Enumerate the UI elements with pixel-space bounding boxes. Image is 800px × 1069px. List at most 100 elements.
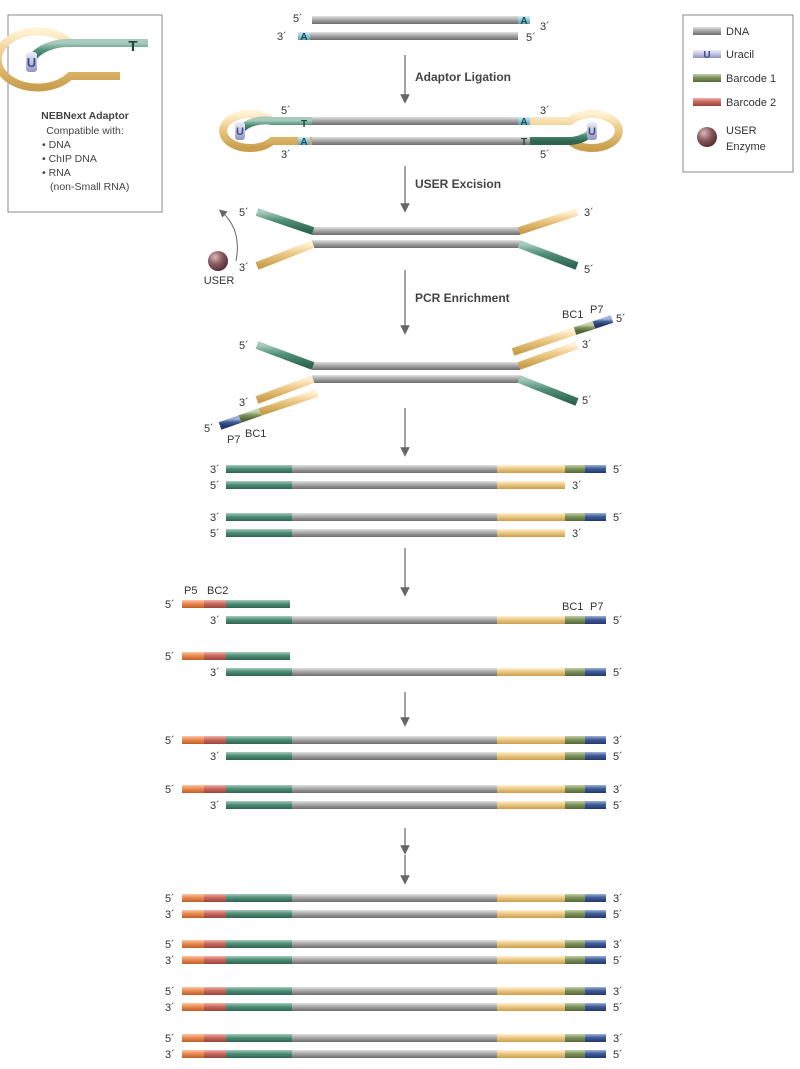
three-prime-label: 3´ [210, 512, 220, 524]
five-prime-label: 5´ [584, 264, 594, 276]
three-prime-label: 3´ [239, 262, 249, 274]
adaptor-arm-yellow [517, 208, 579, 235]
three-prime-label: 3´ [239, 397, 249, 409]
p7-label: P7 [590, 304, 603, 316]
five-prime-label: 5´ [165, 939, 175, 951]
t-overhang-letter: T [128, 38, 137, 55]
three-prime-label: 3´ [165, 955, 175, 967]
adaptor-subtitle: Compatible with: [46, 125, 124, 137]
three-prime-label: 3´ [210, 751, 220, 763]
p5-label: P5 [184, 585, 197, 597]
duplex: 5´ 3´ 5´ [165, 651, 623, 679]
duplex: 5´ 3´ 3´ 5´ [165, 784, 623, 812]
three-prime-label: 3´ [540, 105, 550, 117]
five-prime-label: 5´ [165, 735, 175, 747]
five-prime-label: 5´ [616, 313, 626, 325]
stage-ligated: U U A A T T 5´ 3´ 3´ 5´ [219, 105, 623, 161]
t-overhang-letter: T [301, 119, 307, 130]
stage-primer-annealing: 5´ 3´ 3´ 5´ 5´ 5´ BC1 P7 P7 BC1 [204, 304, 626, 446]
stage-input-dna: A A 5´ 3´ 3´ 5´ [277, 13, 550, 44]
legend-label-uracil: Uracil [726, 49, 754, 61]
adaptor-arm-green [517, 240, 579, 270]
five-prime-label: 5´ [165, 893, 175, 905]
bc1-label: BC1 [562, 309, 583, 321]
five-prime-label: 5´ [165, 986, 175, 998]
a-tail-letter: A [300, 137, 307, 148]
five-prime-label: 5´ [613, 512, 623, 524]
five-prime-label: 5´ [540, 149, 550, 161]
barcode1-segment [573, 321, 596, 335]
legend-label-barcode1: Barcode 1 [726, 73, 776, 85]
stage-second-primer: P5 BC2 BC1 P7 5´ 3´ 5´ 5´ 3´ 5´ [165, 585, 623, 679]
three-prime-label: 3´ [210, 464, 220, 476]
three-prime-label: 3´ [613, 1033, 623, 1045]
a-tail-box [298, 32, 310, 40]
three-prime-label: 3´ [540, 21, 550, 33]
three-prime-label: 3´ [572, 528, 582, 540]
primer-segment [511, 327, 577, 356]
dna-strand-bottom [312, 240, 520, 248]
bc2-label: BC2 [207, 585, 228, 597]
stage-first-round-products: 3´ 5´ 5´ 3´ 3´ 5´ 5´ 3´ [210, 464, 623, 540]
legend-label-user: USER [726, 125, 757, 137]
dna-strand-top [312, 117, 530, 125]
user-enzyme-legend-icon [697, 127, 717, 147]
adaptor-hairpin-icon: U T [0, 27, 148, 92]
dna-strand-top [312, 362, 520, 370]
duplex: 3´ 5´ 5´ 3´ [210, 464, 623, 492]
excision-arrow [219, 209, 238, 262]
legend-uracil-letter: U [703, 50, 710, 61]
bc1-label: BC1 [562, 601, 583, 613]
adaptor-item: • RNA [42, 167, 71, 179]
three-prime-label: 3´ [165, 1049, 175, 1061]
p7-segment [592, 315, 614, 329]
step-label-user-excision: USER Excision [415, 177, 501, 191]
barcode1-legend-swatch [693, 74, 721, 82]
t-overhang-letter: T [521, 137, 527, 148]
three-prime-label: 3´ [281, 149, 291, 161]
a-tail-letter: A [300, 32, 307, 43]
dna-legend-swatch [693, 27, 721, 35]
barcode2-legend-swatch [693, 98, 721, 106]
dna-strand-top [312, 16, 530, 24]
uracil-marker [235, 122, 245, 140]
five-prime-label: 5´ [526, 32, 536, 44]
adaptor-arm-green [255, 341, 315, 370]
three-prime-label: 3´ [572, 480, 582, 492]
legend-label-barcode2: Barcode 2 [726, 97, 776, 109]
three-prime-label: 3´ [210, 615, 220, 627]
dna-strand-bottom [298, 32, 518, 40]
adaptor-arm-yellow [255, 375, 315, 404]
five-prime-label: 5´ [210, 480, 220, 492]
three-prime-label: 3´ [210, 667, 220, 679]
adaptor-box-frame [7, 14, 163, 213]
duplex: 5´ 3´ 3´ 5´ [165, 986, 623, 1014]
five-prime-label: 5´ [613, 1049, 623, 1061]
five-prime-label: 5´ [281, 105, 291, 117]
three-prime-label: 3´ [613, 893, 623, 905]
five-prime-label: 5´ [613, 667, 623, 679]
five-prime-label: 5´ [613, 955, 623, 967]
three-prime-label: 3´ [165, 1002, 175, 1014]
duplex: 5´ 3´ 3´ 5´ [165, 1033, 623, 1061]
five-prime-label: 5´ [613, 1002, 623, 1014]
uracil-marker [587, 122, 597, 140]
barcode1-segment [238, 408, 262, 423]
five-prime-label: 5´ [613, 464, 623, 476]
a-tail-box [518, 117, 530, 125]
step-label-adaptor-ligation: Adaptor Ligation [415, 70, 511, 84]
uracil-letter: U [236, 126, 244, 138]
dna-strand-bottom [312, 375, 520, 383]
bc1-label: BC1 [245, 428, 266, 440]
three-prime-label: 3´ [613, 784, 623, 796]
three-prime-label: 3´ [584, 207, 594, 219]
dna-strand-bottom [312, 137, 530, 145]
user-enzyme-label: USER [204, 275, 235, 287]
uracil-legend-swatch [693, 50, 721, 58]
five-prime-label: 5´ [613, 751, 623, 763]
three-prime-label: 3´ [210, 800, 220, 812]
stage-amplified-library: 5´ 3´ 3´ 5´ 5´ 3´ 3´ 5´ 5´ 3´ 3´ 5´ 5´ 3… [165, 893, 623, 1061]
five-prime-label: 5´ [165, 1033, 175, 1045]
five-prime-label: 5´ [582, 395, 592, 407]
adaptor-info-box: U T NEBNext Adaptor Compatible with: • D… [0, 14, 163, 213]
